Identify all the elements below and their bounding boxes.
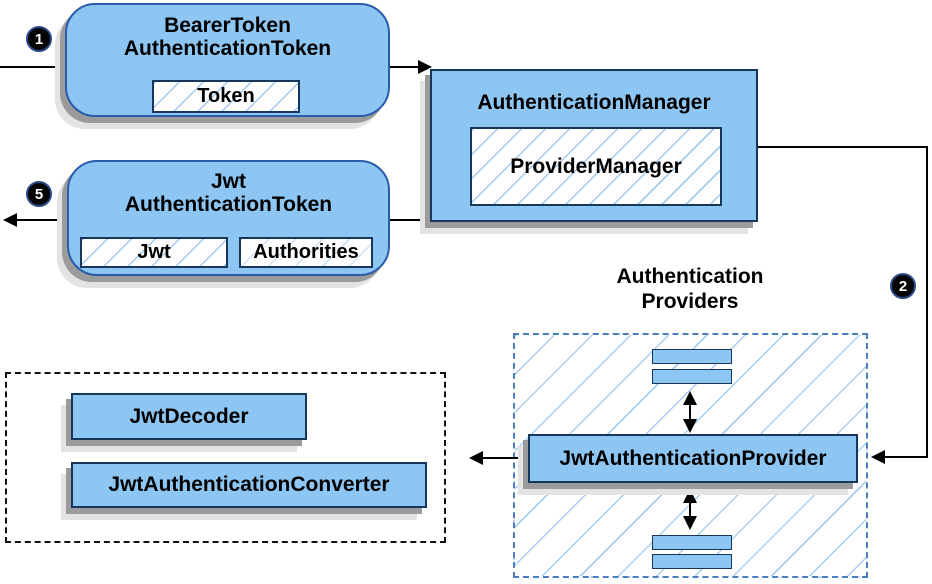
bearer-token-title-line2: AuthenticationToken [123,37,332,60]
providers-title-line2: Providers [641,290,739,313]
jwt-token-title-line1: Jwt [210,170,246,193]
step-2-badge: 2 [890,273,916,299]
jwt-authentication-converter-node: JwtAuthenticationConverter [71,462,427,508]
provider-stack-bottom-bar-1 [652,535,732,550]
jwt-field: Jwt [80,237,228,268]
arrowhead-provider-to-helpers [469,451,483,465]
bearer-token-title-line1: BearerToken [164,14,291,37]
authorities-field: Authorities [239,237,373,268]
jwt-authentication-provider-node: JwtAuthenticationProvider [528,434,858,483]
authentication-providers-title: Authentication Providers [590,264,790,314]
providers-title-line1: Authentication [616,265,764,288]
provider-stack-top-bar-1 [652,349,732,364]
arrowhead-jwt-token-out [3,213,17,227]
jwt-token-title-line2: AuthenticationToken [124,193,333,216]
arrowhead-manager-to-provider [871,450,885,464]
provider-manager-field: ProviderManager [470,127,722,206]
provider-stack-top-bar-2 [652,369,732,384]
jwt-decoder-node: JwtDecoder [71,393,307,440]
token-field: Token [152,80,300,113]
jwt-authentication-token-node: Jwt AuthenticationToken Jwt Authorities [67,160,390,276]
bearer-token-node-title: BearerToken AuthenticationToken [67,5,388,60]
bearer-token-authentication-token-node: BearerToken AuthenticationToken Token [65,3,390,117]
authentication-manager-node: AuthenticationManager ProviderManager [430,69,758,222]
provider-stack-bottom-bar-2 [652,554,732,569]
step-1-badge: 1 [26,26,52,52]
step-5-badge: 5 [26,181,52,207]
jwt-token-node-title: Jwt AuthenticationToken [69,162,388,216]
authentication-manager-title: AuthenticationManager [477,91,711,114]
